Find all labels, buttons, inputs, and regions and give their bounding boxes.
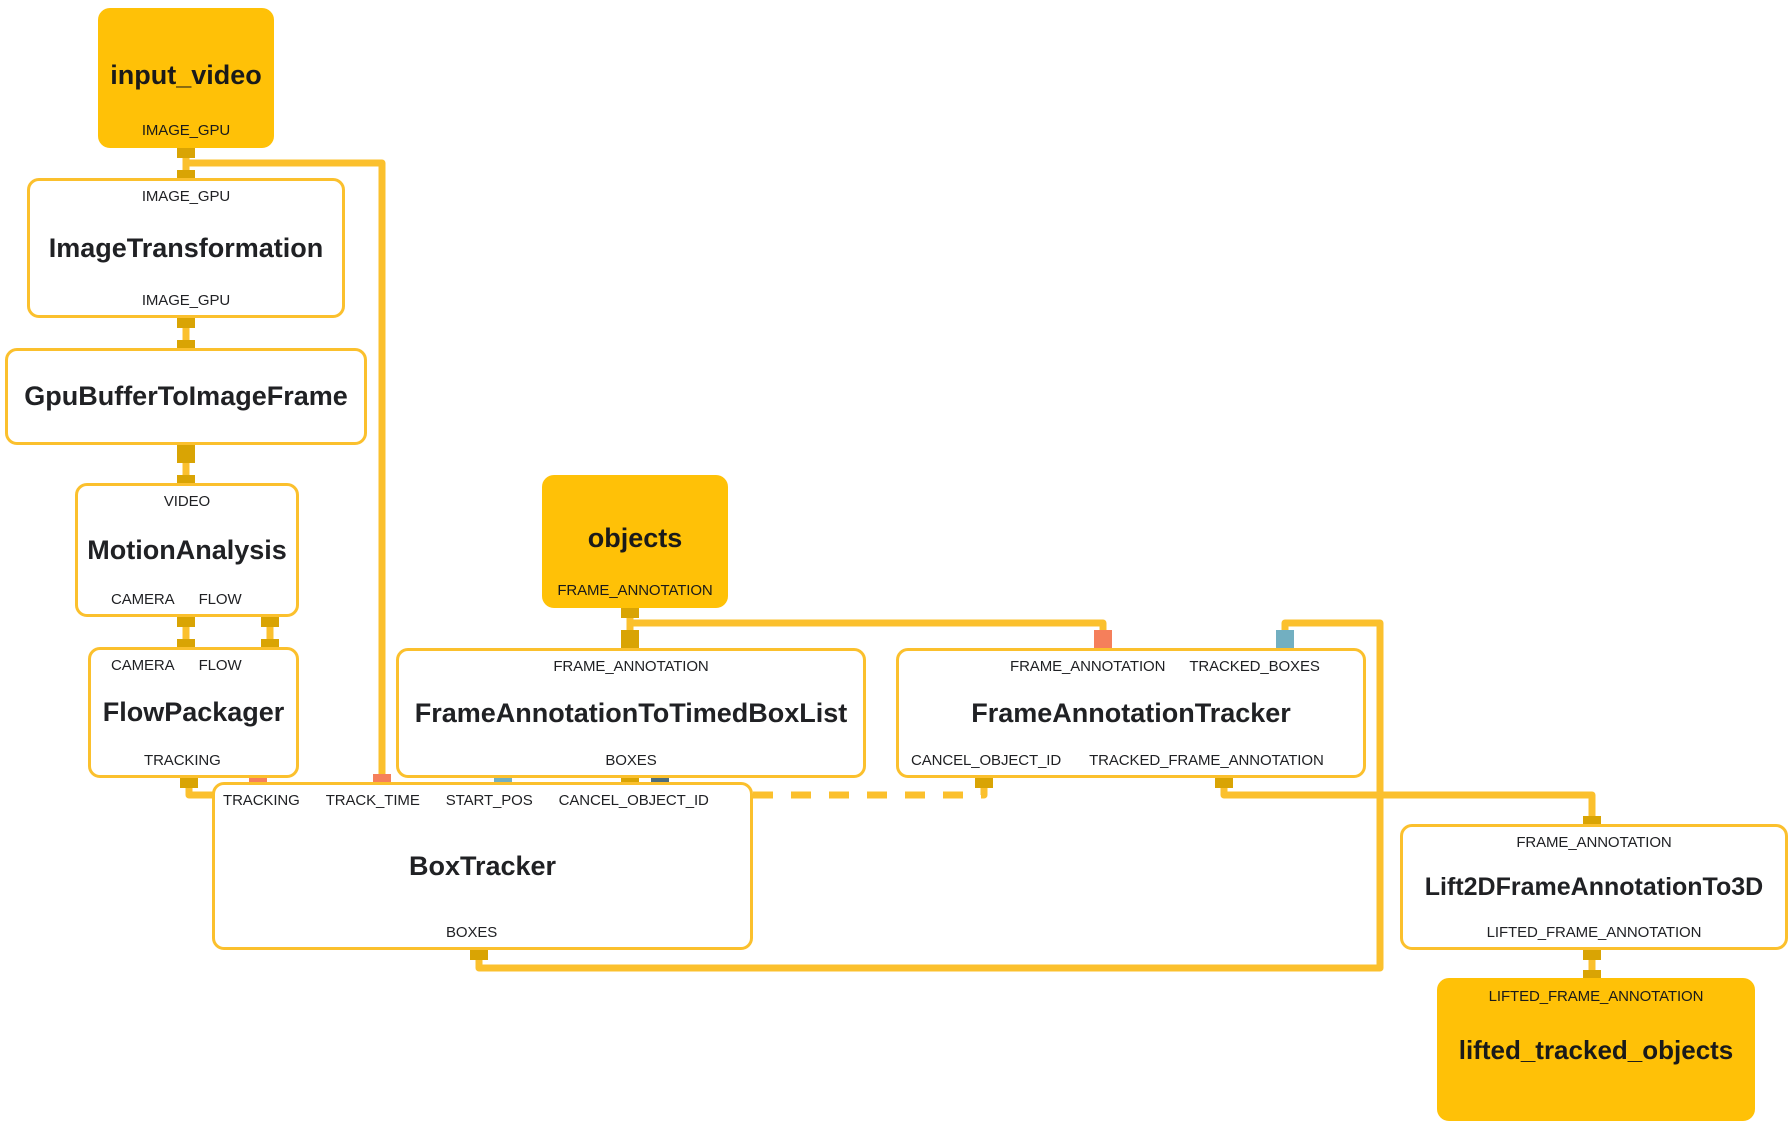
node-lift2d-outputs: LIFTED_FRAME_ANNOTATION [1403, 921, 1785, 943]
port-label-lifted_frame_annotation-in: LIFTED_FRAME_ANNOTATION [1488, 987, 1704, 1005]
node-boxtracker-outputs: BOXES [215, 921, 750, 943]
port-label-tracked_frame_annotation-out: TRACKED_FRAME_ANNOTATION [1089, 751, 1324, 769]
node-title-motionanalysis: MotionAnalysis [87, 534, 287, 565]
port-timedboxlist-in [621, 630, 639, 648]
node-timedboxlist-outputs: BOXES [399, 749, 863, 771]
port-label-frame_annotation-in: FRAME_ANNOTATION [1010, 657, 1166, 675]
node-title-lift2dframeannotationto3d: Lift2DFrameAnnotationTo3D [1424, 872, 1764, 901]
node-title-imagetransformation: ImageTransformation [48, 232, 324, 263]
node-objects[interactable]: objects FRAME_ANNOTATION [542, 475, 728, 608]
node-lifted_tracked_objects[interactable]: LIFTED_FRAME_ANNOTATION lifted_tracked_o… [1437, 978, 1755, 1121]
node-motionanalysis-inputs: VIDEO [78, 490, 296, 512]
spacer [101, 11, 271, 31]
port-label-tracking-in: TRACKING [223, 791, 300, 809]
node-tracker-inputs: FRAME_ANNOTATION TRACKED_BOXES [899, 655, 1363, 677]
port-tracker-in-tracked_boxes [1276, 630, 1294, 648]
node-gpubuffertoimageframe[interactable]: GpuBufferToImageFrame [5, 348, 367, 445]
spacer [8, 422, 364, 442]
port-label-frame_annotation-out: FRAME_ANNOTATION [557, 581, 713, 599]
node-title-lifted_tracked_objects: lifted_tracked_objects [1458, 1034, 1734, 1065]
port-label-video: VIDEO [163, 492, 211, 510]
node-timedboxlist-inputs: FRAME_ANNOTATION [399, 655, 863, 677]
port-label-track_time-in: TRACK_TIME [325, 791, 420, 809]
node-lift2d-inputs: FRAME_ANNOTATION [1403, 831, 1785, 853]
port-label-camera-in: CAMERA [111, 656, 175, 674]
port-label-image_gpu-out: IMAGE_GPU [141, 291, 231, 309]
node-lift2dframeannotationto3d[interactable]: FRAME_ANNOTATION Lift2DFrameAnnotationTo… [1400, 824, 1788, 950]
node-title-gpubuffertoimageframe: GpuBufferToImageFrame [24, 381, 348, 411]
port-label-start_pos-in: START_POS [445, 791, 533, 809]
port-label-image_gpu: IMAGE_GPU [141, 121, 231, 139]
port-gpubuffer-out [177, 445, 195, 463]
node-title-input_video: input_video [110, 59, 262, 90]
node-objects-outputs: FRAME_ANNOTATION [545, 579, 725, 601]
port-label-boxes-out: BOXES [605, 751, 657, 769]
node-frameannotationtracker[interactable]: FRAME_ANNOTATION TRACKED_BOXES FrameAnno… [896, 648, 1366, 778]
node-frameannotationtotimedboxlist[interactable]: FRAME_ANNOTATION FrameAnnotationToTimedB… [396, 648, 866, 778]
node-boxtracker-inputs: TRACKING TRACK_TIME START_POS CANCEL_OBJ… [215, 789, 750, 811]
port-label-frame_annotation-in: FRAME_ANNOTATION [553, 657, 709, 675]
port-label-tracked_boxes-in: TRACKED_BOXES [1189, 657, 1320, 675]
spacer [8, 351, 364, 371]
port-label-cancel_object_id-out: CANCEL_OBJECT_ID [911, 751, 1062, 769]
node-title-flowpackager: FlowPackager [102, 697, 285, 727]
edge-objects-to-frameannotationtracker [630, 619, 1107, 638]
node-imagetransformation-inputs: IMAGE_GPU [30, 185, 342, 207]
node-title-frameannotationtracker: FrameAnnotationTracker [971, 697, 1291, 728]
node-input_video-outputs: IMAGE_GPU [101, 119, 271, 141]
node-title-frameannotationtotimedboxlist: FrameAnnotationToTimedBoxList [414, 697, 848, 728]
port-label-boxes-out: BOXES [446, 923, 498, 941]
port-label-lifted_frame_annotation-out: LIFTED_FRAME_ANNOTATION [1486, 923, 1702, 941]
node-imagetransformation[interactable]: IMAGE_GPU ImageTransformation IMAGE_GPU [27, 178, 345, 318]
node-flowpackager-inputs: CAMERA FLOW [91, 654, 296, 676]
node-imagetransformation-outputs: IMAGE_GPU [30, 289, 342, 311]
port-label-camera-out: CAMERA [111, 590, 175, 608]
port-tracker-in-frame_annotation [1094, 630, 1112, 648]
port-label-tracking-out: TRACKING [144, 751, 221, 769]
node-motionanalysis-outputs: CAMERA FLOW [78, 588, 296, 610]
node-lifted_tracked_objects-inputs: LIFTED_FRAME_ANNOTATION [1440, 985, 1752, 1007]
node-input_video[interactable]: input_video IMAGE_GPU [98, 8, 274, 148]
edge-tracker-to-lift2d [1220, 778, 1596, 824]
port-label-image_gpu-in: IMAGE_GPU [141, 187, 231, 205]
port-label-frame_annotation-in: FRAME_ANNOTATION [1516, 833, 1672, 851]
node-tracker-outputs: CANCEL_OBJECT_ID TRACKED_FRAME_ANNOTATIO… [899, 749, 1363, 771]
port-label-cancel_object_id-in: CANCEL_OBJECT_ID [558, 791, 709, 809]
node-flowpackager-outputs: TRACKING [91, 749, 296, 771]
port-label-flow-out: FLOW [198, 590, 242, 608]
spacer [1440, 1092, 1752, 1118]
port-label-flow-in: FLOW [198, 656, 242, 674]
node-title-objects: objects [587, 523, 683, 553]
node-boxtracker[interactable]: TRACKING TRACK_TIME START_POS CANCEL_OBJ… [212, 782, 753, 950]
node-flowpackager[interactable]: CAMERA FLOW FlowPackager TRACKING [88, 647, 299, 778]
node-motionanalysis[interactable]: VIDEO MotionAnalysis CAMERA FLOW [75, 483, 299, 617]
spacer [545, 478, 725, 498]
node-title-boxtracker: BoxTracker [408, 850, 557, 881]
